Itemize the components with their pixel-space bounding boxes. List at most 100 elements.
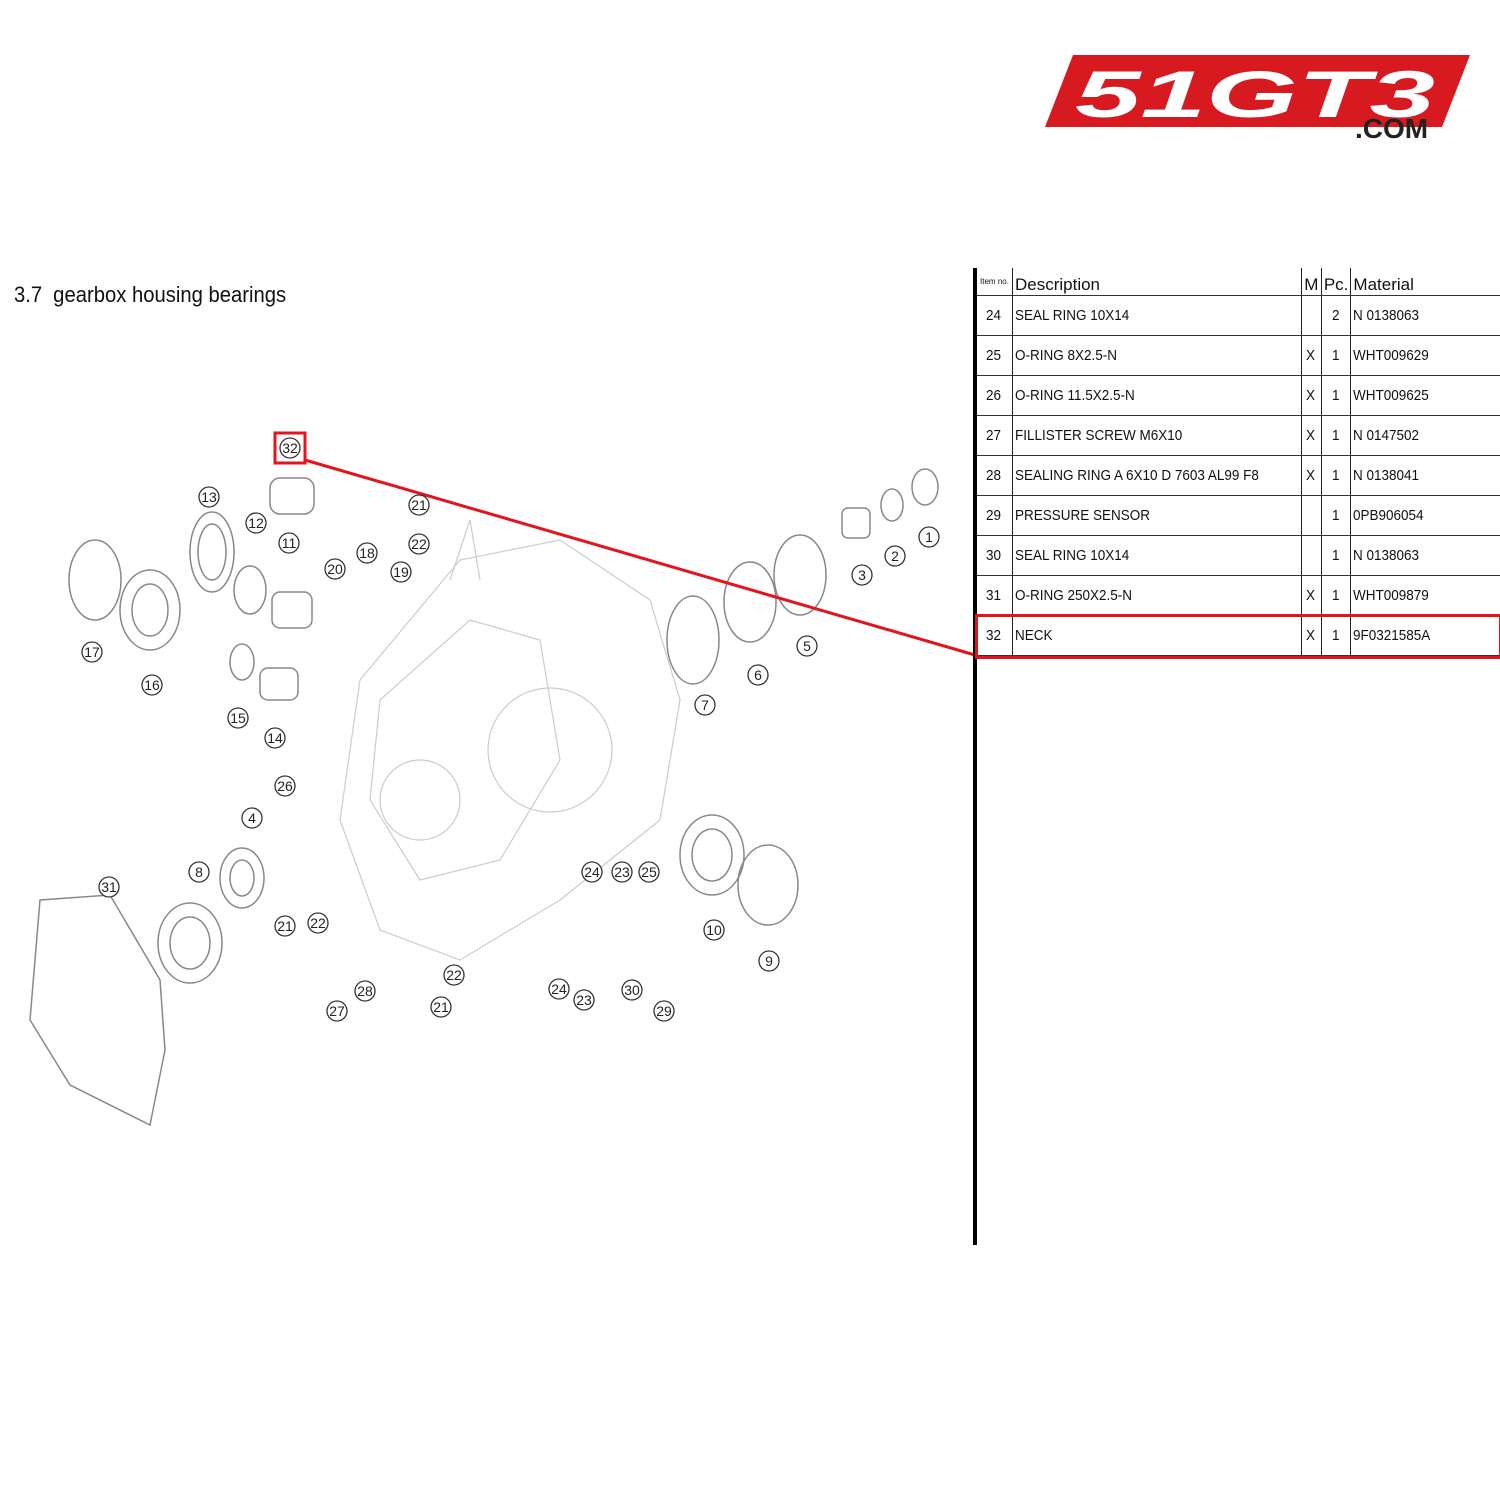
cell-material-text: N 0138063 xyxy=(1353,307,1420,324)
cell-m xyxy=(1300,535,1322,576)
cell-description-text: SEAL RING 10X14 xyxy=(1014,307,1130,324)
callout-label: 10 xyxy=(706,922,722,938)
cell-material: N 0138041 xyxy=(1350,455,1500,496)
cell-material: 9F0321585A xyxy=(1350,615,1500,656)
logo-com-suffix: .COM xyxy=(1355,113,1429,144)
callout-11: 11 xyxy=(278,532,300,554)
callout-label: 17 xyxy=(84,644,100,660)
header-item-no: Item no. xyxy=(977,268,1013,296)
callout-label: 11 xyxy=(282,535,297,551)
callout-label: 29 xyxy=(656,1003,672,1019)
cell-item-no: 29 xyxy=(977,495,1013,536)
cell-pc: 1 xyxy=(1320,335,1351,376)
cell-pc: 1 xyxy=(1320,495,1351,536)
callout-29: 29 xyxy=(653,1000,675,1022)
cell-item-no: 30 xyxy=(977,535,1013,576)
cell-description: NECK xyxy=(1011,615,1302,656)
callout-17: 17 xyxy=(81,641,103,663)
cell-material: N 0138063 xyxy=(1350,295,1500,336)
callout-3: 3 xyxy=(851,564,873,586)
cell-material: WHT009625 xyxy=(1350,375,1500,416)
callout-24: 24 xyxy=(581,861,603,883)
callout-12: 12 xyxy=(245,512,267,534)
cell-pc: 1 xyxy=(1320,455,1351,496)
callout-5: 5 xyxy=(796,635,818,657)
cell-description-text: SEAL RING 10X14 xyxy=(1014,547,1130,564)
cell-m-text: X xyxy=(1306,387,1316,404)
callout-30: 30 xyxy=(621,979,643,1001)
cell-item-no-text: 28 xyxy=(986,467,1002,484)
callout-label: 8 xyxy=(195,864,203,880)
cell-description: SEAL RING 10X14 xyxy=(1011,295,1302,336)
cell-m: X xyxy=(1300,375,1322,416)
header-description: Description xyxy=(1011,268,1302,296)
cell-pc-text: 1 xyxy=(1331,627,1340,644)
cell-m xyxy=(1300,495,1322,536)
cell-item-no-text: 25 xyxy=(986,347,1002,364)
callout-19: 19 xyxy=(390,561,412,583)
callout-label: 32 xyxy=(282,440,298,456)
cell-pc: 2 xyxy=(1320,295,1351,336)
cell-material-text: WHT009625 xyxy=(1353,387,1430,404)
callout-9: 9 xyxy=(758,950,780,972)
header-material: Material xyxy=(1350,268,1500,296)
callout-14: 14 xyxy=(264,727,286,749)
callout-label: 12 xyxy=(248,515,264,531)
callout-label: 28 xyxy=(357,983,373,999)
cell-pc: 1 xyxy=(1320,535,1351,576)
cell-description-text: O-RING 250X2.5-N xyxy=(1014,587,1133,604)
cell-material: WHT009629 xyxy=(1350,335,1500,376)
cell-material: N 0147502 xyxy=(1350,415,1500,456)
cell-material-text: N 0138063 xyxy=(1353,547,1420,564)
cell-m-text: X xyxy=(1306,627,1316,644)
callout-leader-line xyxy=(304,458,976,657)
cell-material: 0PB906054 xyxy=(1350,495,1500,536)
callout-label: 15 xyxy=(230,710,246,726)
header-m: M xyxy=(1300,268,1322,296)
cell-description: O-RING 11.5X2.5-N xyxy=(1011,375,1302,416)
callout-4: 4 xyxy=(241,807,263,829)
callout-2: 2 xyxy=(884,545,906,567)
cell-description: FILLISTER SCREW M6X10 xyxy=(1011,415,1302,456)
cell-material-text: N 0147502 xyxy=(1353,427,1420,444)
cell-m xyxy=(1300,295,1322,336)
callout-18: 18 xyxy=(356,542,378,564)
cell-description-text: SEALING RING A 6X10 D 7603 AL99 F8 xyxy=(1014,467,1259,484)
cell-item-no-text: 31 xyxy=(986,587,1002,604)
site-logo: 51GT3 xyxy=(1045,55,1470,131)
callout-label: 13 xyxy=(201,489,217,505)
cell-item-no-text: 29 xyxy=(986,507,1002,524)
cell-material-text: WHT009629 xyxy=(1353,347,1430,364)
callout-label: 31 xyxy=(101,879,117,895)
parts-drawings xyxy=(29,468,939,1127)
callout-26: 26 xyxy=(274,775,296,797)
callout-20: 20 xyxy=(324,558,346,580)
highlighted-row-outline xyxy=(975,614,1500,659)
cell-item-no: 28 xyxy=(977,455,1013,496)
cell-item-no-text: 24 xyxy=(986,307,1002,324)
callout-label: 27 xyxy=(329,1003,345,1019)
cell-material-text: 0PB906054 xyxy=(1353,507,1424,524)
cell-material-text: 9F0321585A xyxy=(1353,627,1431,644)
callout-label: 2 xyxy=(891,548,899,564)
callout-22: 22 xyxy=(443,964,465,986)
callout-label: 21 xyxy=(433,999,449,1015)
cell-description: O-RING 250X2.5-N xyxy=(1011,575,1302,616)
callout-label: 6 xyxy=(754,667,762,683)
section-number: 3.7 xyxy=(14,282,43,307)
cell-material-text: WHT009879 xyxy=(1353,587,1430,604)
cell-m-text: X xyxy=(1306,347,1316,364)
callout-label: 14 xyxy=(267,730,283,746)
cell-item-no: 32 xyxy=(977,615,1013,656)
callout-10: 10 xyxy=(703,919,725,941)
cell-pc: 1 xyxy=(1320,415,1351,456)
callout-27: 27 xyxy=(326,1000,348,1022)
callout-label: 3 xyxy=(858,567,866,583)
cell-pc-text: 1 xyxy=(1331,467,1340,484)
header-pc: Pc. xyxy=(1320,268,1351,296)
